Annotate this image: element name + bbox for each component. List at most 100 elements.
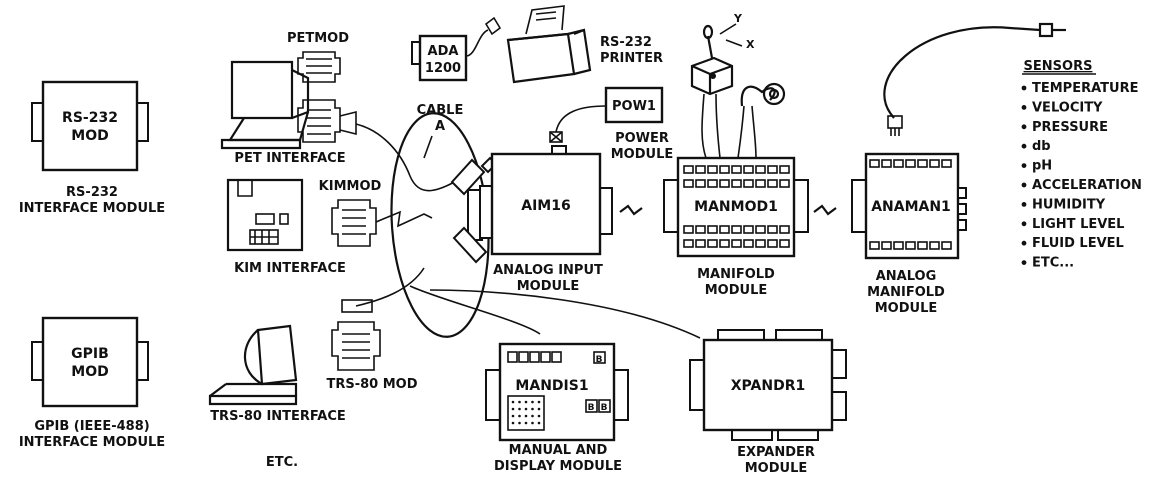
switch-dot	[537, 421, 541, 425]
rs232-mod-line2: MOD	[71, 128, 108, 144]
manifold-pin	[881, 241, 892, 250]
manifold-pin	[695, 239, 706, 248]
manifold-pin	[869, 159, 880, 168]
manifold-pin	[707, 179, 718, 188]
sensor-item: HUMIDITY	[1032, 197, 1106, 212]
switch-dot	[531, 407, 534, 411]
xpandr1-label: XPANDR1	[731, 378, 805, 394]
sensor-item: TEMPERATURE	[1032, 81, 1138, 96]
aim16-label: AIM16	[521, 198, 570, 214]
kimmod-connector	[331, 199, 377, 247]
manifold-pin	[707, 225, 718, 234]
sensor-item: FLUID LEVEL	[1032, 236, 1124, 251]
manifold-pin	[743, 179, 754, 188]
gpib-mod-module: GPIB MOD	[31, 316, 149, 408]
pet-interface-label: PET INTERFACE	[234, 151, 345, 166]
petmod-connector-bottom	[297, 99, 357, 143]
switch-dot	[531, 400, 534, 404]
rs232-mod-caption2: INTERFACE MODULE	[19, 201, 165, 216]
switch-dot	[524, 400, 528, 404]
manifold-pin	[929, 159, 940, 168]
switch-dot	[537, 414, 541, 418]
xpandr1-caption1: EXPANDER	[737, 445, 815, 460]
gpib-mod-caption1: GPIB (IEEE-488)	[34, 419, 149, 434]
svg-text:B: B	[596, 355, 603, 365]
aim16-caption1: ANALOG INPUT	[493, 263, 603, 278]
trs80-computer-icon	[208, 324, 298, 406]
switch-dot	[518, 407, 521, 411]
switch-dot	[524, 407, 528, 411]
manmod1-box: MANMOD1	[663, 156, 809, 258]
manifold-pin	[755, 225, 766, 234]
anaman1-caption3: MODULE	[875, 301, 938, 316]
manifold-pin	[941, 159, 952, 168]
manifold-pin	[683, 239, 694, 248]
manifold-pin	[779, 239, 790, 248]
manifold-pin	[881, 159, 892, 168]
cable-a-line2: A	[435, 119, 445, 134]
ada1200-line2: 1200	[425, 61, 461, 76]
sensor-item: db	[1032, 139, 1051, 154]
sensor-bullet-icon	[1021, 143, 1027, 149]
pow1-label: POW1	[612, 99, 656, 114]
gpib-mod-line2: MOD	[71, 364, 108, 380]
petmod-connector-top	[297, 51, 341, 83]
petmod-label: PETMOD	[287, 31, 349, 46]
manifold-pin	[893, 241, 904, 250]
switch-dot	[511, 421, 515, 425]
anaman1-box: ANAMAN1	[851, 152, 967, 260]
manifold-pin	[695, 225, 706, 234]
xpandr1-caption2: MODULE	[745, 461, 808, 476]
ada1200-line1: ADA	[428, 44, 459, 59]
sensors-title: SENSORS	[1024, 59, 1093, 74]
anaman1-caption1: ANALOG	[876, 269, 937, 284]
manifold-pin	[755, 239, 766, 248]
manifold-pin	[905, 159, 916, 168]
manifold-pin	[683, 179, 694, 188]
manifold-pin	[755, 165, 766, 174]
rs232-printer-line1: RS-232	[600, 35, 652, 50]
cable-a-bundle	[355, 112, 701, 339]
manifold-pin	[743, 239, 754, 248]
mandis1-caption2: DISPLAY MODULE	[494, 459, 622, 474]
display-digit	[529, 351, 540, 363]
kim-board-icon	[226, 178, 304, 252]
rs232-mod-caption1: RS-232	[66, 185, 118, 200]
switch-dot	[518, 400, 521, 404]
sensor-bullet-icon	[1021, 221, 1027, 227]
manifold-pin	[719, 239, 730, 248]
manifold-pin	[767, 165, 778, 174]
sensor-item: LIGHT LEVEL	[1032, 217, 1124, 232]
sensor-item: ETC...	[1032, 256, 1074, 271]
manifold-pin	[743, 165, 754, 174]
manifold-pin	[695, 165, 706, 174]
manifold-pin	[731, 239, 742, 248]
sensor-bullet-icon	[1021, 182, 1027, 188]
rs232-mod-line1: RS-232	[62, 110, 118, 126]
sensor-plug-icon	[883, 22, 1066, 136]
pow1-caption1: POWER	[615, 131, 669, 146]
aim16-box: AIM16	[479, 145, 613, 256]
manifold-pin	[869, 241, 880, 250]
joystick-x-label: X	[746, 38, 755, 51]
manifold-pin	[683, 225, 694, 234]
switch-dot	[537, 400, 541, 404]
manifold-pin	[929, 241, 940, 250]
manifold-pin	[767, 179, 778, 188]
kimmod-label: KIMMOD	[319, 179, 382, 194]
sensor-bullet-icon	[1021, 105, 1027, 110]
anaman1-caption2: MANIFOLD	[867, 285, 945, 300]
etc-computers-label: ETC.	[266, 455, 298, 470]
switch-dot	[511, 414, 515, 418]
pet-computer-icon	[220, 60, 310, 150]
manifold-pin	[779, 179, 790, 188]
sensor-item: ACCELERATION	[1032, 178, 1142, 193]
manifold-pin	[719, 165, 730, 174]
cable-connector-3	[452, 226, 488, 264]
trs80-mod-label: TRS-80 MOD	[326, 377, 417, 392]
sensor-item: VELOCITY	[1032, 100, 1103, 115]
manifold-pin	[905, 241, 916, 250]
manifold-pin	[917, 159, 928, 168]
manifold-pin	[779, 165, 790, 174]
